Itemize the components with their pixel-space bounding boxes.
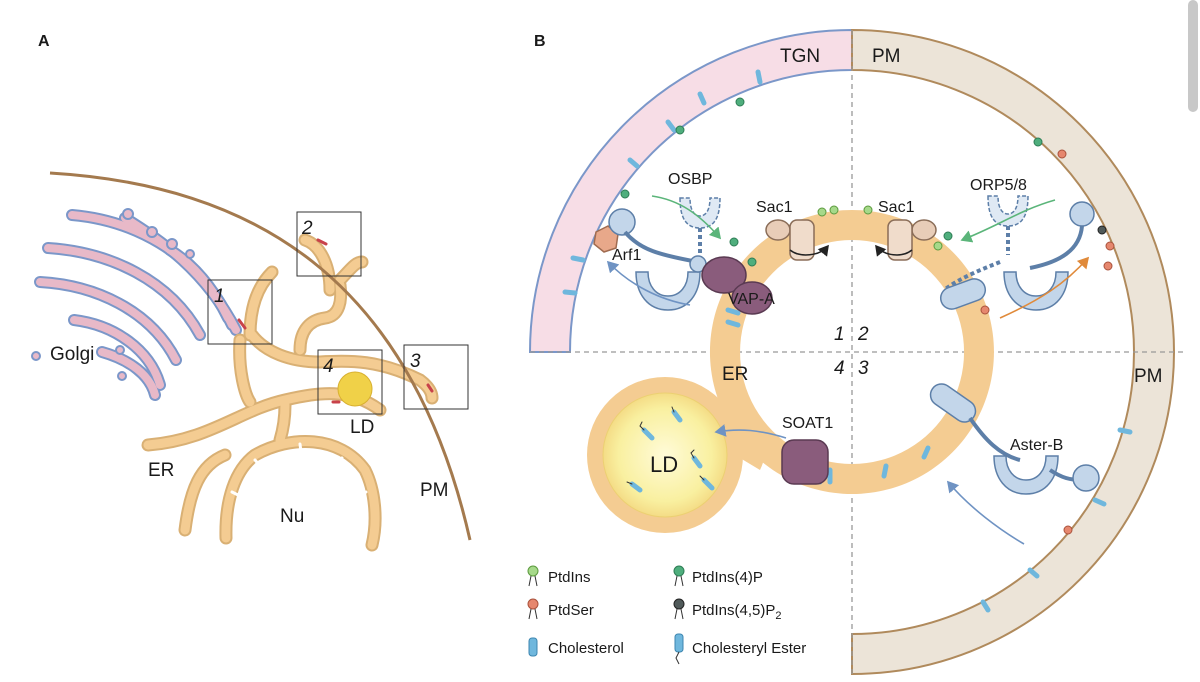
ptdser-icon xyxy=(527,598,539,620)
pm-label-a: PM xyxy=(420,480,449,501)
vapa-protein xyxy=(701,256,773,315)
ld-label-b: LD xyxy=(650,452,678,477)
box-number-2: 2 xyxy=(301,218,313,239)
legend-ptdser: PtdSer xyxy=(548,602,594,619)
vapa-label: VAP-A xyxy=(728,291,775,308)
er-label-a: ER xyxy=(148,460,174,481)
panel-b: TGN PM PM ER LD OSBP Sac1 Sac1 ORP5/8 Ar… xyxy=(528,28,1185,676)
region-box-2 xyxy=(296,211,362,277)
panel-b-label: B xyxy=(534,33,546,50)
pm-membrane xyxy=(851,28,1175,676)
orp58-label: ORP5/8 xyxy=(970,177,1027,194)
osbp-protein xyxy=(679,197,721,258)
golgi-label: Golgi xyxy=(50,344,94,365)
soat1-protein xyxy=(781,439,829,485)
region-box-1 xyxy=(207,279,273,345)
golgi xyxy=(31,208,242,401)
quadrant-4: 4 xyxy=(834,358,845,379)
box-number-4: 4 xyxy=(323,356,334,377)
region-box-4 xyxy=(317,349,383,415)
quadrant-2: 2 xyxy=(857,324,869,345)
tgn-label: TGN xyxy=(780,46,820,67)
box-number-3: 3 xyxy=(410,351,421,372)
contact-sites xyxy=(237,238,434,404)
region-box-3 xyxy=(403,344,469,410)
legend-ptdins45p2: PtdIns(4,5)P2 xyxy=(692,602,782,622)
cholesterol-pm xyxy=(980,427,1133,613)
panel-a: 1 2 3 4 Golgi ER Nu PM LD xyxy=(31,171,472,552)
arf1-protein xyxy=(593,225,619,253)
tgn-membrane xyxy=(528,28,853,353)
ptdins-icon xyxy=(527,565,539,587)
scrollbar-thumb[interactable] xyxy=(1188,0,1198,112)
legend-cholesteryl-ester: Cholesteryl Ester xyxy=(692,640,806,657)
cholesterol-icon xyxy=(528,637,538,657)
sac1-right-label: Sac1 xyxy=(878,199,915,216)
cholesterol-tgn xyxy=(562,69,763,296)
cholesteryl-esters-ld xyxy=(626,406,715,493)
legend-ptdins4p: PtdIns(4)P xyxy=(692,569,763,586)
sac1-left-label: Sac1 xyxy=(756,199,793,216)
asterb-label: Aster-B xyxy=(1010,437,1063,454)
plasma-membrane-arc xyxy=(49,171,472,541)
er-network xyxy=(141,233,439,552)
asterb-protein xyxy=(929,383,1100,495)
legend-cholesterol: Cholesterol xyxy=(548,640,624,657)
sac1-right xyxy=(875,219,937,261)
nucleus-label: Nu xyxy=(280,506,304,527)
sac1-left xyxy=(765,219,829,261)
ld-label-a: LD xyxy=(350,417,374,438)
quadrant-3: 3 xyxy=(858,358,869,379)
region-boxes xyxy=(207,211,469,415)
legend-ptdins: PtdIns xyxy=(548,569,591,586)
pm-top-label: PM xyxy=(872,46,901,67)
orp58-protein xyxy=(939,195,1095,311)
lipid-droplet-small xyxy=(337,371,373,407)
soat1-label: SOAT1 xyxy=(782,415,833,432)
cholesteryl-ester-icon xyxy=(674,633,684,665)
osbp-label: OSBP xyxy=(668,171,712,188)
cholesterol-er xyxy=(725,307,931,485)
box-number-1: 1 xyxy=(214,286,225,307)
arf1-label: Arf1 xyxy=(612,247,641,264)
ptdins45p2-icon xyxy=(673,598,685,620)
ptdins4p-icon xyxy=(673,565,685,587)
transport-arrows xyxy=(606,195,1090,545)
panel-a-label: A xyxy=(38,33,50,50)
quadrant-1: 1 xyxy=(834,324,845,345)
lipids-pm xyxy=(943,137,1115,535)
er-label-b: ER xyxy=(722,364,748,385)
pm-right-label: PM xyxy=(1134,366,1163,387)
quadrant-dividers xyxy=(530,30,1185,674)
legend: PtdIns PtdIns(4)P PtdSer PtdIns(4,5)P2 C… xyxy=(527,565,806,665)
